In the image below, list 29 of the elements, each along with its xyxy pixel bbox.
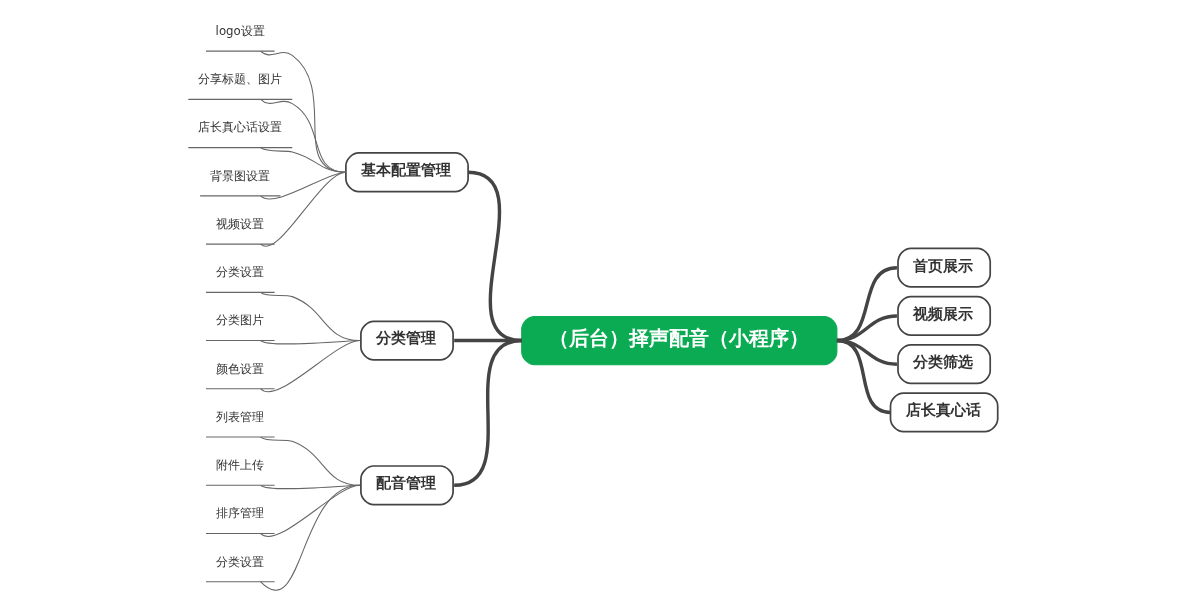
node-box: 店长真心话: [889, 392, 999, 433]
node-box: 基本配置管理: [344, 152, 469, 193]
connector: [259, 340, 360, 393]
connector: [259, 171, 346, 247]
node-text: 分类设置: [215, 265, 264, 280]
node-text: 排序管理: [215, 506, 264, 521]
node-text: 店长真心话设置: [197, 120, 282, 135]
node-text: 分类图片: [215, 313, 264, 328]
node-box: 配音管理: [359, 465, 454, 506]
node-text: 背景图设置: [209, 168, 270, 183]
connector: [259, 484, 360, 591]
connector: [259, 147, 346, 173]
node-text: logo设置: [215, 23, 265, 38]
node-text: 分类设置: [215, 554, 264, 569]
node-text: 分享标题、图片: [197, 72, 282, 87]
node-box: 分类筛选: [896, 344, 991, 385]
connector: [259, 98, 346, 173]
node-box: 视频展示: [896, 295, 991, 337]
node-text: 颜色设置: [215, 361, 264, 376]
node-text: 视频设置: [215, 216, 264, 231]
node-box: 首页展示: [896, 247, 991, 288]
connector: [259, 436, 360, 486]
connector: [453, 338, 522, 487]
connector: [259, 50, 346, 173]
connector: [836, 338, 891, 415]
node-box: 分类管理: [359, 320, 454, 361]
node-text: 附件上传: [215, 458, 264, 473]
node-box: （后台）择声配音（小程序）: [520, 315, 837, 366]
node-text: 列表管理: [215, 409, 264, 424]
